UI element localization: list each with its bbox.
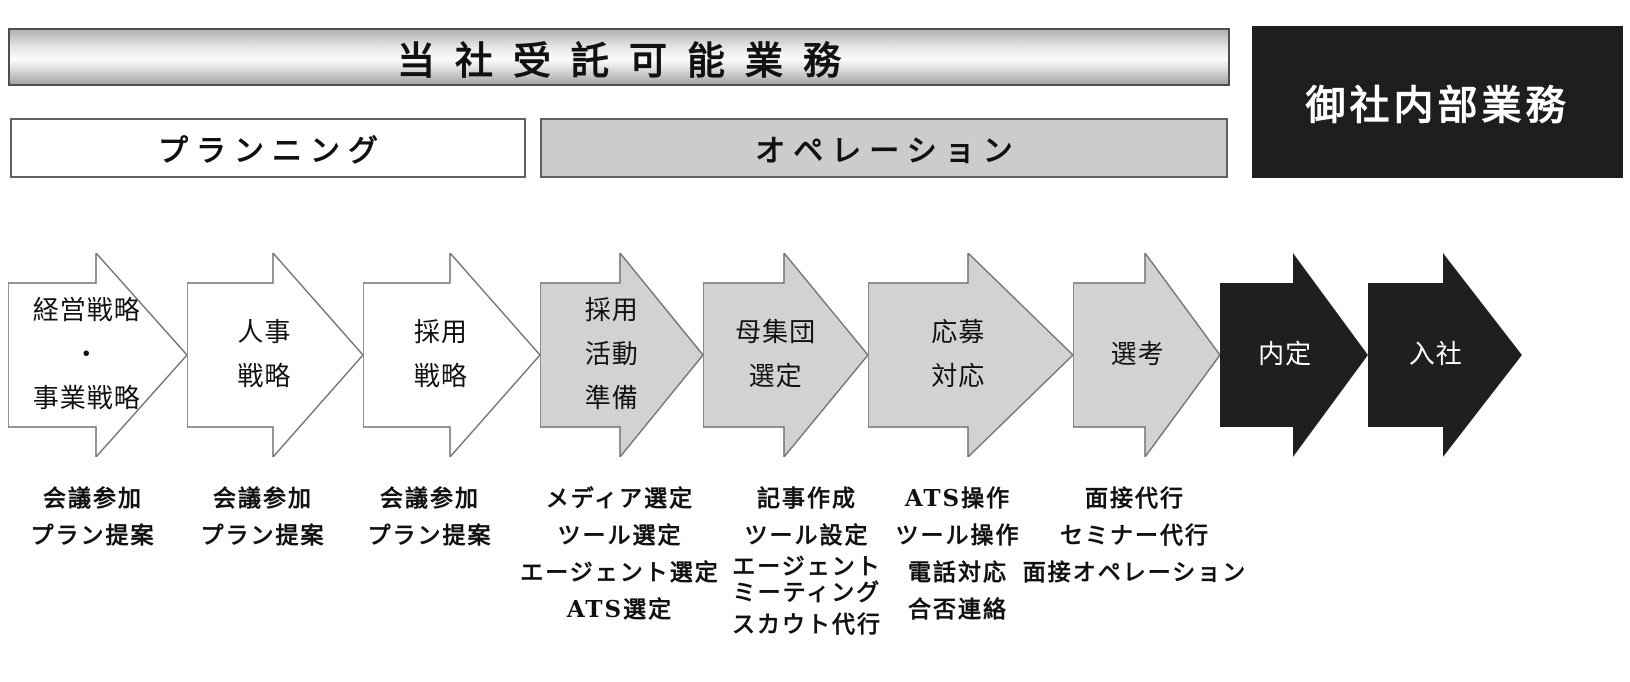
process-arrow-keiei-jigyo-senryaku: 経営戦略・事業戦略	[8, 253, 187, 457]
task-item: プラン提案	[30, 521, 156, 549]
task-item: エージェント ミーティング	[732, 553, 882, 606]
task-item: プラン提案	[200, 521, 326, 549]
process-arrow-jinji-senryaku: 人事戦略	[187, 253, 363, 457]
arrow-label-line: 人事	[237, 318, 292, 348]
process-arrow-senko: 選考	[1073, 253, 1220, 457]
arrow-shape-obo-taio	[868, 253, 1073, 457]
arrow-label-jinji-senryaku: 人事戦略	[187, 253, 342, 457]
task-list-keiei: 会議参加プラン提案	[0, 480, 243, 554]
task-list-jinji: 会議参加プラン提案	[113, 480, 413, 554]
arrow-label-line: 採用	[584, 296, 639, 326]
task-list-saiyo: 会議参加プラン提案	[280, 480, 580, 554]
arrow-shape-jinji-senryaku	[187, 253, 363, 457]
task-item: メディア選定	[545, 484, 695, 512]
process-arrow-obo-taio: 応募対応	[868, 253, 1073, 457]
task-item: 記事作成	[757, 484, 857, 512]
arrow-label-nyusha: 入社	[1368, 253, 1504, 457]
task-item: エージェント選定	[520, 558, 720, 586]
process-arrow-saiyo-katsudo-junbi: 採用活動準備	[540, 253, 703, 457]
task-item: 電話対応	[908, 558, 1008, 586]
arrow-shape-keiei-jigyo-senryaku	[8, 253, 187, 457]
task-item: ツール設定	[744, 521, 870, 549]
process-arrow-nyusha: 入社	[1368, 253, 1522, 457]
task-item: プラン提案	[367, 521, 493, 549]
task-item: セミナー代行	[1060, 521, 1210, 549]
process-arrow-saiyo-senryaku: 採用戦略	[363, 253, 540, 457]
arrow-label-line: 対応	[931, 362, 986, 392]
arrow-label-boshudan-sentei: 母集団選定	[703, 253, 848, 457]
header-bar-outsourceable-work: 当社受託可能業務	[8, 28, 1230, 86]
arrow-label-line: 選定	[748, 362, 803, 392]
arrow-label-saiyo-senryaku: 採用戦略	[363, 253, 519, 457]
task-list-obo: ATS操作ツール操作電話対応合否連絡	[808, 480, 1108, 628]
task-item: ATS操作	[904, 484, 1012, 512]
task-item: ATS選定	[566, 595, 674, 623]
arrow-label-line: 戦略	[413, 362, 468, 392]
arrow-label-line: ・	[73, 340, 101, 370]
process-arrow-boshudan-sentei: 母集団選定	[703, 253, 868, 457]
task-list-boshudan: 記事作成ツール設定エージェント ミーティングスカウト代行	[657, 480, 957, 643]
task-item: ツール選定	[557, 521, 683, 549]
arrow-label-line: 戦略	[237, 362, 292, 392]
arrow-shape-naitei	[1220, 253, 1368, 457]
task-item: 合否連絡	[908, 595, 1008, 623]
section-box-internal-work: 御社内部業務	[1252, 26, 1623, 178]
arrow-label-line: 事業戦略	[32, 384, 141, 414]
arrow-label-line: 内定	[1258, 340, 1313, 370]
arrow-label-senko: 選考	[1073, 253, 1202, 457]
arrow-label-naitei: 内定	[1220, 253, 1350, 457]
arrow-label-line: 活動	[584, 340, 639, 370]
arrow-label-line: 選考	[1110, 340, 1165, 370]
arrow-label-line: 応募	[931, 318, 986, 348]
process-arrow-naitei: 内定	[1220, 253, 1368, 457]
section-box-operation: オペレーション	[540, 118, 1228, 178]
task-item: スカウト代行	[732, 610, 882, 638]
task-item: 会議参加	[213, 484, 313, 512]
section-label-internal-work: 御社内部業務	[1305, 82, 1570, 129]
arrow-label-line: 準備	[584, 384, 639, 414]
arrow-label-obo-taio: 応募対応	[868, 253, 1048, 457]
arrow-shape-saiyo-katsudo-junbi	[540, 253, 703, 457]
section-label-operation: オペレーション	[755, 134, 1021, 169]
arrow-label-line: 母集団	[735, 318, 817, 348]
task-item: ツール操作	[895, 521, 1021, 549]
task-item: 面接オペレーション	[1022, 558, 1248, 586]
arrow-label-keiei-jigyo-senryaku: 経営戦略・事業戦略	[8, 253, 166, 457]
arrow-shape-senko	[1073, 253, 1220, 457]
arrow-label-saiyo-katsudo-junbi: 採用活動準備	[540, 253, 683, 457]
arrow-label-line: 経営戦略	[32, 296, 141, 326]
header-title: 当社受託可能業務	[396, 37, 861, 83]
task-item: 会議参加	[380, 484, 480, 512]
task-list-junbi: メディア選定ツール選定エージェント選定 ATS選定	[470, 480, 770, 628]
arrow-shape-boshudan-sentei	[703, 253, 868, 457]
section-label-planning: プランニング	[158, 134, 386, 169]
section-box-planning: プランニング	[10, 118, 526, 178]
task-item: 面接代行	[1085, 484, 1185, 512]
task-list-senko: 面接代行セミナー代行面接オペレーション	[985, 480, 1285, 591]
arrow-shape-saiyo-senryaku	[363, 253, 540, 457]
arrow-shape-nyusha	[1368, 253, 1522, 457]
task-item: 会議参加	[43, 484, 143, 512]
arrow-label-line: 採用	[413, 318, 468, 348]
arrow-label-line: 入社	[1408, 340, 1463, 370]
